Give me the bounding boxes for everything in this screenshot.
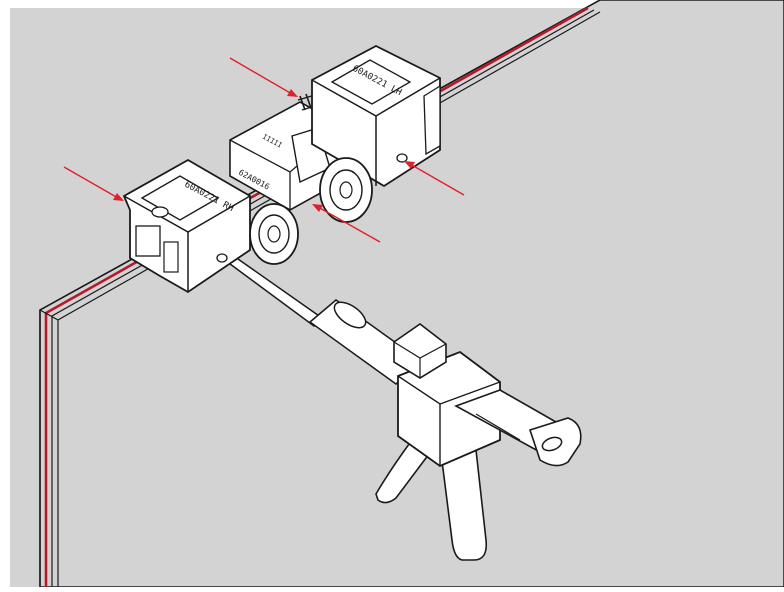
callout-arrows bbox=[63, 57, 465, 243]
arrow-right-hole bbox=[404, 161, 465, 196]
arrow-spring bbox=[229, 57, 298, 97]
roller-icon bbox=[249, 157, 373, 265]
left-margin bbox=[0, 0, 10, 587]
applicator-gun-icon bbox=[375, 323, 582, 561]
arrow-left-carriage bbox=[63, 166, 124, 201]
carriage-right: 60A0221 LH bbox=[311, 44, 441, 188]
arrow-roller bbox=[312, 204, 381, 243]
carriage-left: 60A0221 RH bbox=[122, 158, 251, 294]
top-margin bbox=[0, 0, 784, 8]
